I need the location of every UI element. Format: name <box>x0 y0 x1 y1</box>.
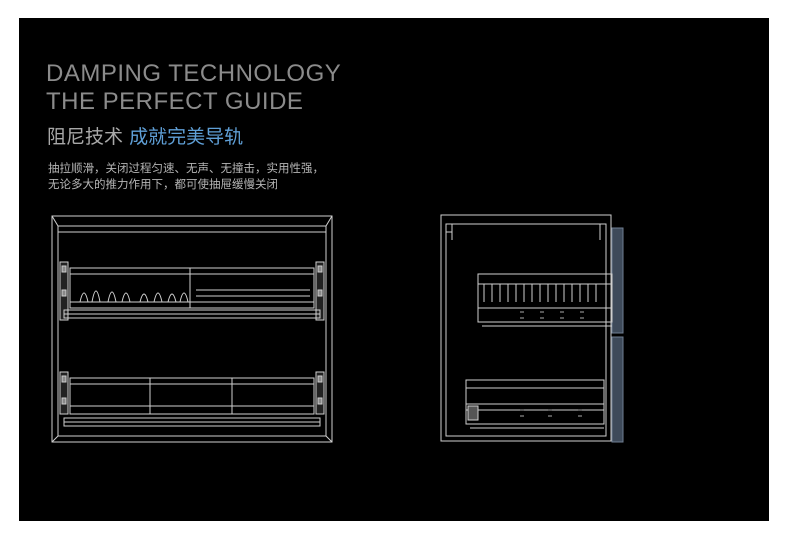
description-line-2: 无论多大的推力作用下，都可使抽屉缓慢关闭 <box>48 177 278 191</box>
upper-dish-rack <box>59 261 325 321</box>
chinese-heading-part-1: 阻尼技术 <box>47 126 124 148</box>
english-heading: DAMPING TECHNOLOGY THE PERFECT GUIDE <box>46 60 341 116</box>
lower-storage-rack <box>59 371 325 427</box>
side-view-cabinet-illustration <box>440 214 624 443</box>
chinese-heading: 阻尼技术 成就完美导轨 <box>47 125 243 149</box>
heading-line-1: DAMPING TECHNOLOGY <box>46 60 342 87</box>
upper-drawer-side <box>477 273 613 327</box>
chinese-heading-part-2: 成就完美导轨 <box>129 126 244 148</box>
lower-drawer-side <box>465 379 605 429</box>
description-line-1: 抽拉顺滑，关闭过程匀速、无声、无撞击，实用性强， <box>48 161 324 175</box>
front-view-cabinet-illustration <box>51 215 333 443</box>
heading-line-2: THE PERFECT GUIDE <box>46 88 304 115</box>
dark-banner-panel <box>19 18 769 521</box>
upper-drawer-front <box>611 227 624 334</box>
lower-drawer-front <box>611 336 624 443</box>
feature-description: 抽拉顺滑，关闭过程匀速、无声、无撞击，实用性强， 无论多大的推力作用下，都可使抽… <box>48 160 324 192</box>
